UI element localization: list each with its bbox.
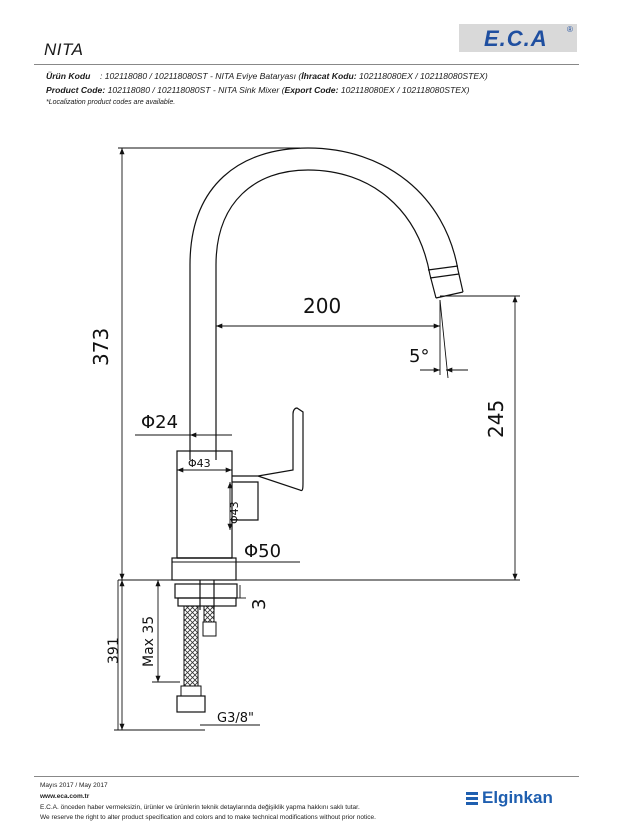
dim-245: 245 bbox=[484, 400, 508, 438]
export-code-tr-value: 102118080EX / 102118080STEX) bbox=[356, 71, 488, 81]
footer-notice-tr: E.C.A. önceden haber vermeksizin, ürünle… bbox=[40, 804, 360, 811]
hose-left-fitting bbox=[180, 685, 202, 697]
dim-3: 3 bbox=[249, 599, 270, 610]
spout-tip-band bbox=[427, 265, 460, 279]
hose-left bbox=[183, 605, 199, 689]
product-code-en-label: Product Code: bbox=[46, 85, 106, 95]
dim-d43-side: Φ43 bbox=[228, 501, 241, 524]
mount-nut bbox=[174, 583, 238, 599]
dim-391: 391 bbox=[106, 637, 122, 664]
product-code-tr-value: 102118080 / 102118080ST - NITA Eviye Bat… bbox=[104, 71, 302, 81]
spout-inner bbox=[215, 169, 431, 460]
header-divider bbox=[34, 64, 579, 65]
product-code-tr-sep: : bbox=[90, 71, 105, 81]
spout-end bbox=[429, 269, 464, 299]
dim-d24: Φ24 bbox=[141, 412, 178, 433]
lever-cartridge bbox=[232, 481, 259, 521]
product-code-en: Product Code: 102118080 / 102118080ST - … bbox=[46, 85, 470, 95]
product-code-tr-label: Ürün Kodu bbox=[46, 71, 91, 81]
dim-373: 373 bbox=[89, 328, 113, 366]
dim-d50: Φ50 bbox=[244, 541, 281, 562]
mount-washer bbox=[177, 597, 237, 607]
hose-left-nut bbox=[176, 695, 206, 713]
product-title: NITA bbox=[44, 40, 84, 59]
dim-angle: 5° bbox=[409, 346, 429, 367]
eca-logo-background bbox=[459, 24, 577, 52]
dim-max35: Max 35 bbox=[141, 616, 157, 667]
elginkan-logo: Elginkan bbox=[466, 788, 596, 810]
hose-right-fitting bbox=[202, 621, 217, 637]
dim-d43-top: Φ43 bbox=[188, 457, 211, 470]
eca-logo: E.C.A bbox=[484, 26, 548, 51]
footer-website[interactable]: www.eca.com.tr bbox=[40, 793, 90, 800]
dim-200: 200 bbox=[303, 294, 341, 318]
product-code-tr: Ürün Kodu : 102118080 / 102118080ST - NI… bbox=[46, 71, 488, 81]
footer-divider bbox=[34, 776, 579, 777]
export-code-en-label: Export Code: bbox=[284, 85, 339, 95]
export-code-tr-label: İhracat Kodu: bbox=[301, 71, 357, 81]
lever-handle bbox=[232, 407, 304, 492]
spout-outer bbox=[189, 147, 459, 460]
localization-note: *Localization product codes are availabl… bbox=[46, 99, 176, 106]
product-code-en-value: 102118080 / 102118080ST - NITA Sink Mixe… bbox=[105, 85, 285, 95]
dim-thread: G3/8" bbox=[217, 711, 254, 726]
elginkan-e-icon bbox=[466, 792, 478, 806]
footer-notice-en: We reserve the right to alter product sp… bbox=[40, 814, 376, 821]
elginkan-brand-name: Elginkan bbox=[482, 788, 553, 807]
footer-date: Mayıs 2017 / May 2017 bbox=[40, 782, 108, 789]
export-code-en-value: 102118080EX / 102118080STEX) bbox=[338, 85, 470, 95]
mixer-base bbox=[171, 557, 237, 581]
registered-mark: ® bbox=[567, 25, 573, 34]
